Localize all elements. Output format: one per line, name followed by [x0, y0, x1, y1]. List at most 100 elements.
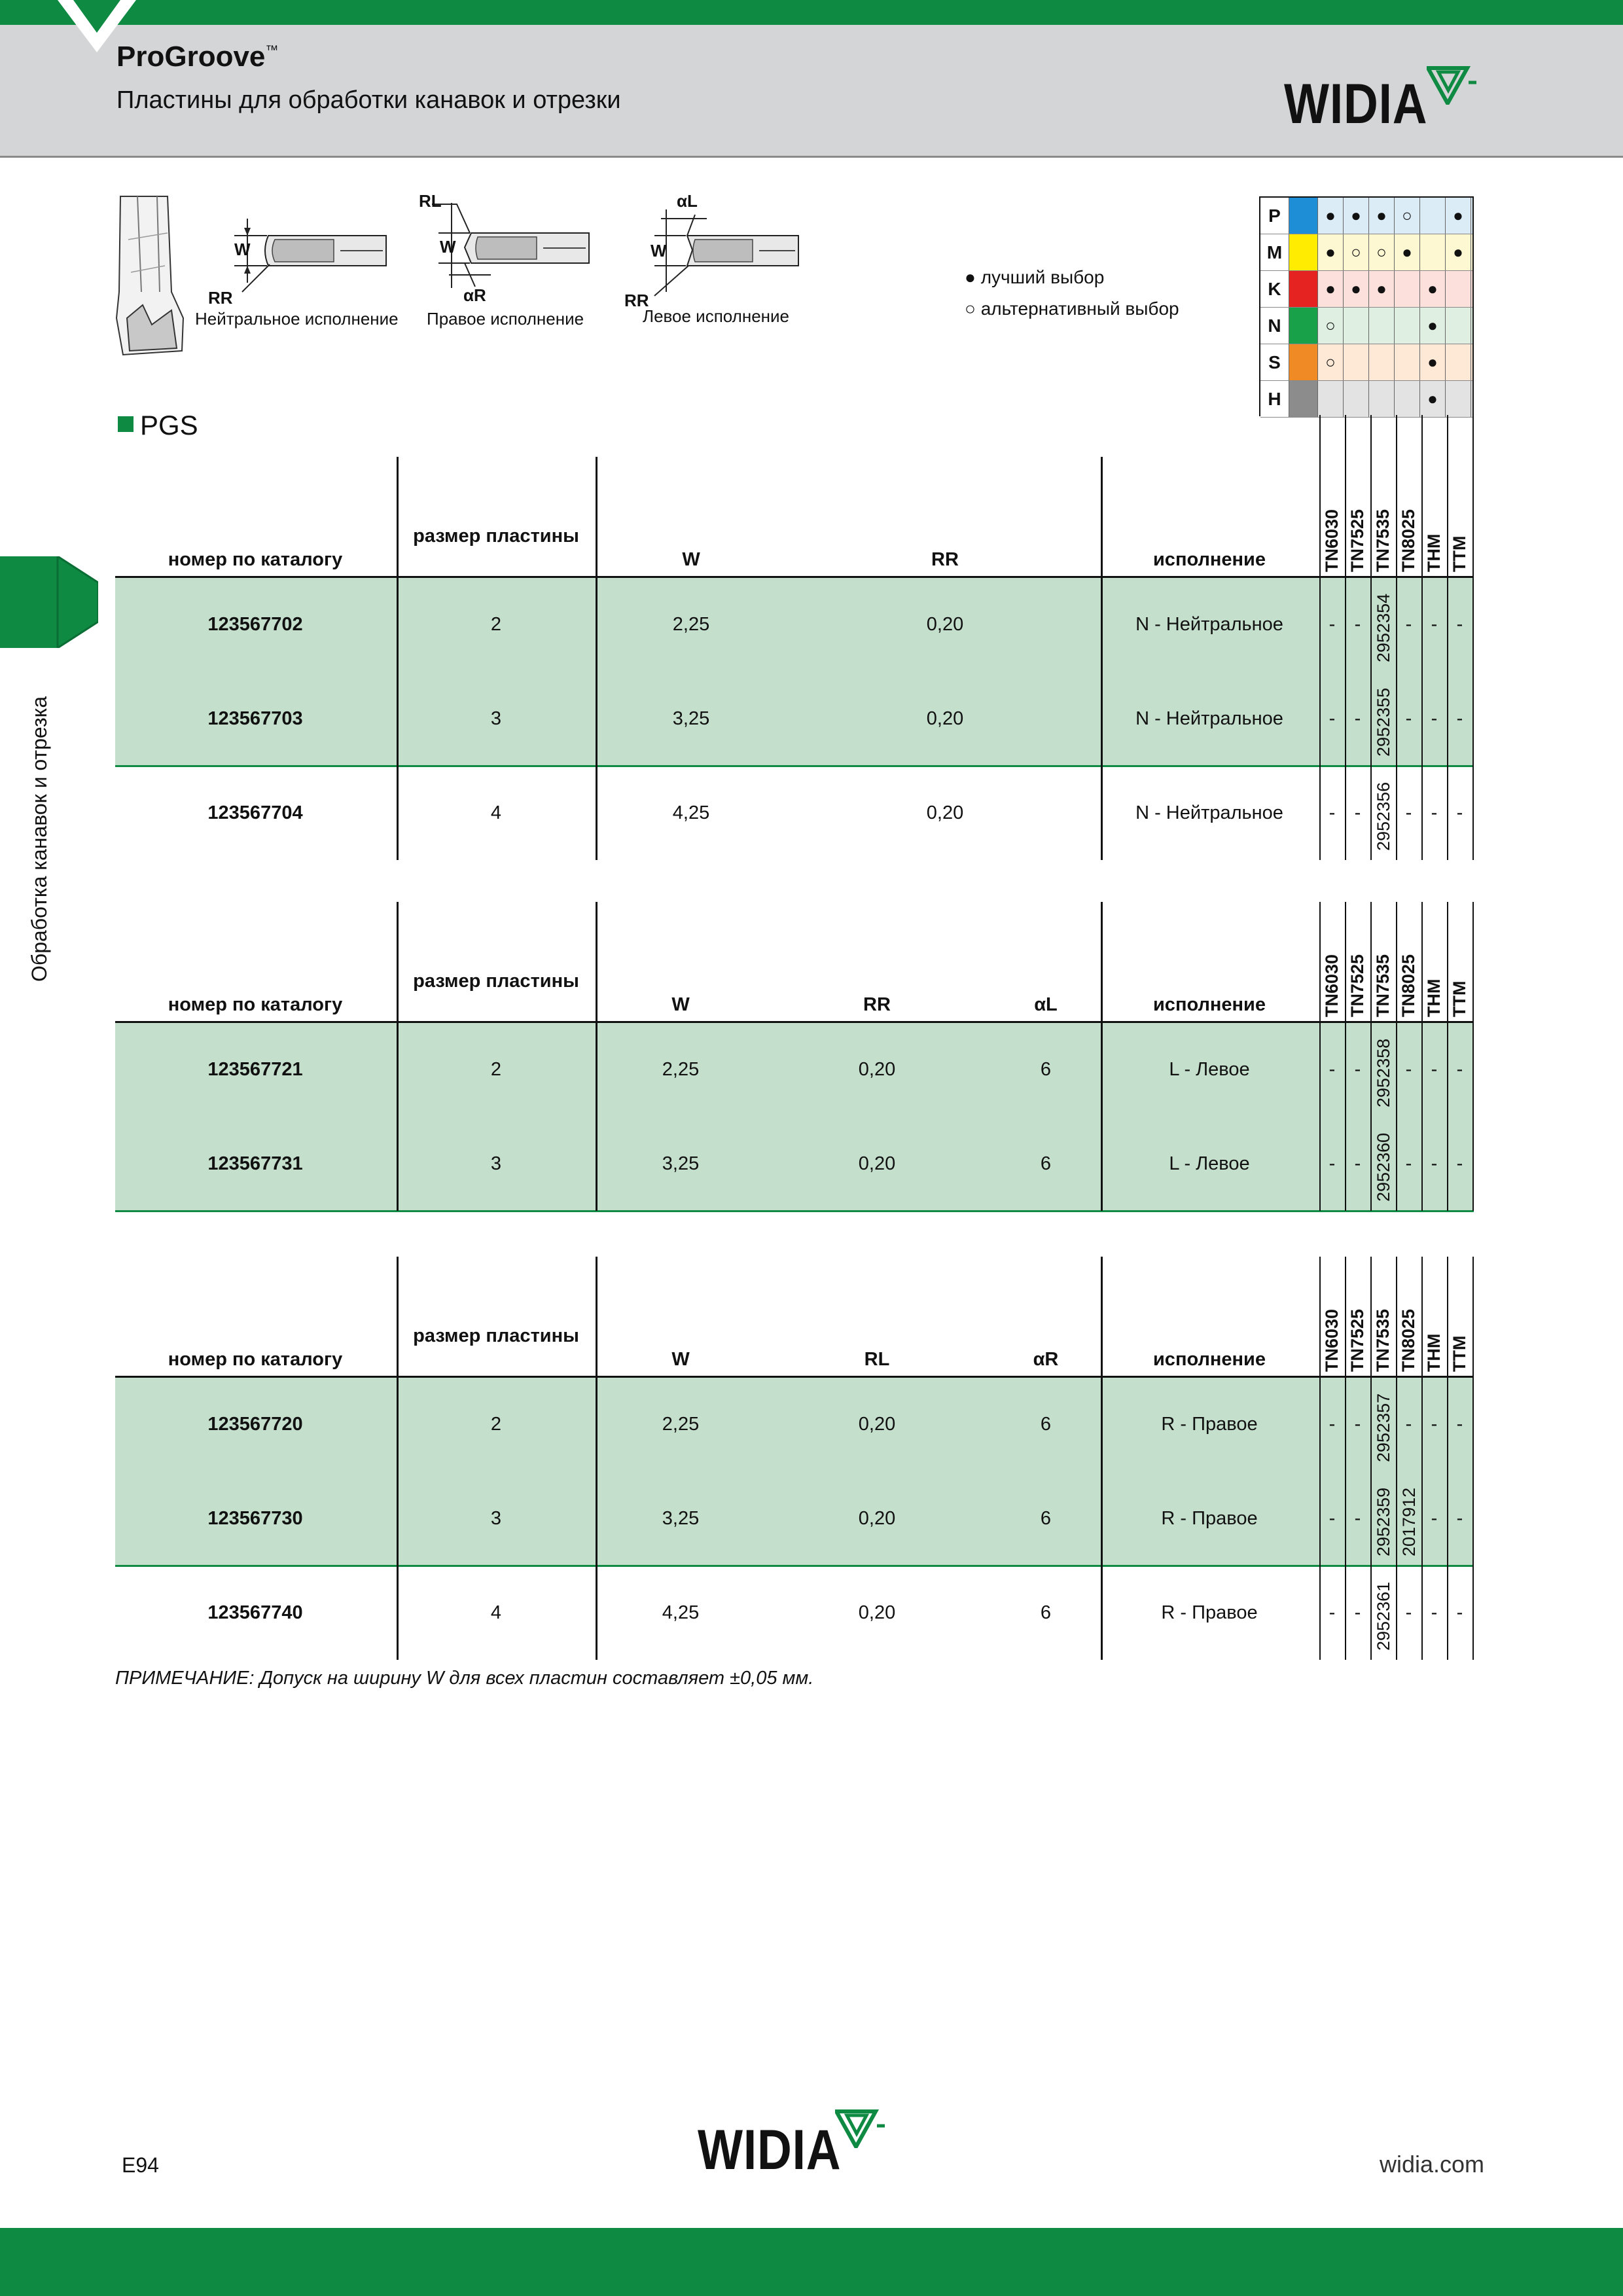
- matrix-grade-cell: [1446, 308, 1471, 344]
- matrix-row: H●: [1260, 381, 1472, 418]
- grade-order-number: 2952359: [1374, 1487, 1393, 1556]
- table-highlight-band: [115, 1377, 1472, 1566]
- grade-empty-mark: -: [1329, 802, 1336, 823]
- grade-column-header: TN8025: [1399, 954, 1418, 1017]
- table-cell: 123567720: [207, 1414, 303, 1435]
- matrix-grade-cell: [1344, 308, 1369, 344]
- matrix-grade-cell: ○: [1369, 234, 1395, 270]
- matrix-material-label: N: [1260, 308, 1289, 344]
- grade-order-number: 2952357: [1374, 1393, 1393, 1462]
- matrix-grade-cell: [1446, 271, 1471, 307]
- matrix-grade-cell: [1344, 344, 1369, 380]
- grade-column-divider: [1345, 902, 1346, 1211]
- legend-alternative-choice: ○ альтернативный выбор: [965, 298, 1179, 319]
- table-cell: 0,20: [926, 708, 964, 729]
- table-band-rule: [115, 1565, 1474, 1567]
- grade-order-number: 2952355: [1374, 687, 1393, 757]
- table-cell: 123567740: [207, 1602, 303, 1623]
- left-rr-label: RR: [624, 291, 649, 310]
- grade-empty-mark: -: [1431, 1414, 1438, 1435]
- grade-empty-mark: -: [1329, 1602, 1336, 1623]
- table-column-divider: [1101, 902, 1103, 1211]
- table-cell: 123567730: [207, 1508, 303, 1529]
- table-column-divider: [596, 457, 597, 860]
- matrix-material-label: M: [1260, 234, 1289, 270]
- grade-column-header: TN7535: [1373, 1308, 1393, 1372]
- table-header: номер по каталогу: [168, 1349, 343, 1370]
- grade-column-header: TN6030: [1322, 954, 1342, 1017]
- table-column-divider: [397, 1257, 399, 1660]
- tolerance-note: ПРИМЕЧАНИЕ: Допуск на ширину W для всех …: [115, 1668, 814, 1689]
- grade-empty-mark: -: [1405, 1059, 1412, 1080]
- matrix-grade-cell: [1318, 381, 1344, 417]
- right-caption: Правое исполнение: [427, 309, 584, 329]
- table-column-divider: [397, 457, 399, 860]
- table-header: RL: [864, 1349, 890, 1370]
- grade-order-number: 2952356: [1374, 781, 1393, 851]
- grade-empty-mark: -: [1456, 1602, 1463, 1623]
- corner-notch-green: [73, 0, 120, 33]
- footer-logo: WIDIA: [698, 2108, 914, 2181]
- grade-column-header: TN7525: [1347, 509, 1367, 572]
- grade-order-number: 2952361: [1374, 1581, 1393, 1651]
- table-cell: 4,25: [662, 1602, 700, 1623]
- table-header: αR: [1033, 1349, 1059, 1370]
- table-cell: 0,20: [858, 1059, 896, 1080]
- matrix-material-color: [1289, 344, 1318, 380]
- matrix-grade-cell: ●: [1395, 234, 1420, 270]
- grade-empty-mark: -: [1431, 1153, 1438, 1174]
- matrix-grade-cell: ●: [1344, 271, 1369, 307]
- table-cell: N - Нейтральное: [1135, 708, 1283, 729]
- table-cell: 123567704: [207, 802, 303, 823]
- product-name: ProGroove: [116, 41, 266, 73]
- grade-column-header: TN7525: [1347, 1308, 1367, 1372]
- matrix-material-color: [1289, 308, 1318, 344]
- material-grade-matrix: P●●●○●M●○○●●K●●●●N○●S○●H●: [1259, 196, 1474, 418]
- table-header-rule: [115, 1021, 1474, 1023]
- neutral-rr-label: RR: [208, 288, 233, 308]
- grade-column-header: TTM: [1450, 535, 1469, 572]
- website-link[interactable]: widia.com: [1380, 2151, 1485, 2178]
- matrix-grade-cell: [1395, 308, 1420, 344]
- table-header: RR: [863, 994, 891, 1015]
- grade-order-number: 2952354: [1374, 593, 1393, 662]
- matrix-grade-cell: ●: [1420, 271, 1446, 307]
- grade-empty-mark: -: [1456, 802, 1463, 823]
- neutral-w-label: W: [234, 240, 251, 259]
- page-subtitle: Пластины для обработки канавок и отрезки: [116, 86, 621, 114]
- grade-empty-mark: -: [1431, 802, 1438, 823]
- footer-widia-triangle-icon: [835, 2109, 885, 2148]
- grade-column-divider: [1370, 902, 1372, 1211]
- grade-column-divider: [1472, 1257, 1474, 1660]
- grade-order-number: 2952360: [1374, 1132, 1393, 1202]
- table-cell: N - Нейтральное: [1135, 614, 1283, 635]
- grade-column-divider: [1370, 415, 1372, 860]
- table-header: размер пластины: [413, 971, 579, 992]
- section-square-icon: [118, 416, 134, 432]
- grade-column-divider: [1396, 415, 1397, 860]
- table-cell: 2: [490, 614, 502, 635]
- product-title: ProGroove™: [116, 41, 278, 73]
- table-cell: 2,25: [662, 1059, 700, 1080]
- table-header: W: [682, 549, 700, 570]
- grade-column-header: TN8025: [1399, 509, 1418, 572]
- table-cell: 123567703: [207, 708, 303, 729]
- table-header: номер по каталогу: [168, 994, 343, 1015]
- grade-empty-mark: -: [1405, 1153, 1412, 1174]
- table-cell: 2: [490, 1059, 502, 1080]
- grade-empty-mark: -: [1405, 1414, 1412, 1435]
- table-column-divider: [1101, 1257, 1103, 1660]
- matrix-grade-cell: [1344, 381, 1369, 417]
- left-caption: Левое исполнение: [643, 306, 790, 326]
- grade-column-header: TN7535: [1373, 509, 1393, 572]
- table-cell: 6: [1040, 1414, 1052, 1435]
- matrix-grade-cell: ●: [1318, 198, 1344, 234]
- table-header: αL: [1034, 994, 1058, 1015]
- table-cell: 3: [490, 1153, 502, 1174]
- matrix-grade-cell: ●: [1420, 344, 1446, 380]
- grade-empty-mark: -: [1431, 708, 1438, 729]
- footer-brand-wordmark: WIDIA: [698, 2119, 842, 2181]
- insert-perspective-drawing: [115, 196, 185, 356]
- grade-empty-mark: -: [1354, 802, 1361, 823]
- table-cell: 4: [490, 1602, 502, 1623]
